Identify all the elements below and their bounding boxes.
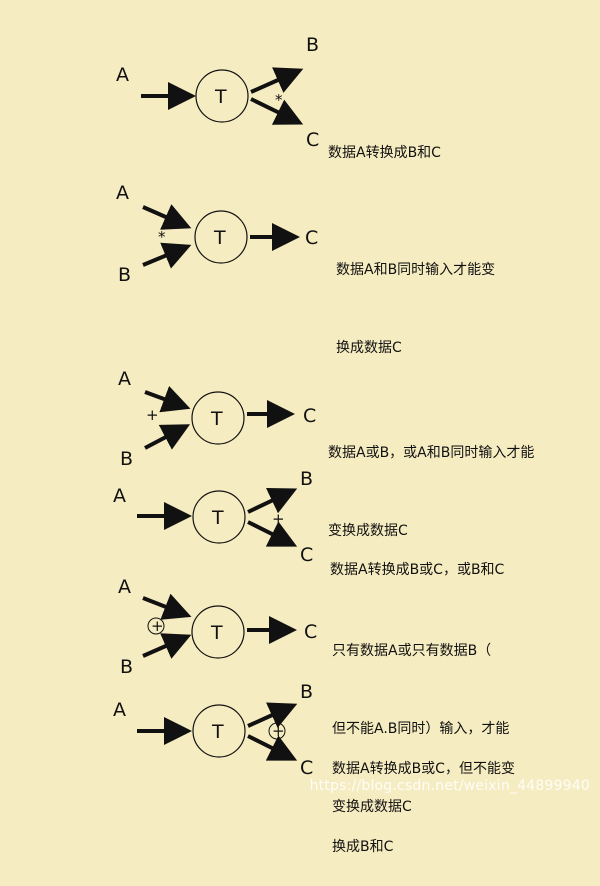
transform-label-t: T (210, 622, 223, 644)
transform-label-t: T (213, 227, 226, 249)
output-label-c: C (300, 544, 313, 566)
operator-xor-symbol: + (151, 617, 164, 635)
transform-label-t: T (211, 721, 224, 743)
input-label-b: B (120, 656, 133, 678)
output-label-c: C (303, 405, 316, 427)
description-line: 数据A转换成B和C (328, 145, 441, 161)
watermark: https://blog.csdn.net/weixin_44899940 (309, 778, 590, 794)
description-3: 数据A或B，或A和B同时输入才能 变换成数据C (328, 388, 534, 570)
diagram-4: A T + B C (113, 468, 313, 566)
output-label-c: C (300, 757, 313, 779)
transform-label-t: T (210, 408, 223, 430)
operator-xor-ring (268, 722, 286, 740)
output-arrow-c (247, 520, 298, 547)
transform-node-t (192, 490, 246, 544)
transform-node-t (191, 605, 245, 659)
operator-or-symbol: + (272, 510, 285, 528)
output-label-b: B (300, 468, 313, 490)
input-arrow-a (142, 204, 192, 230)
transform-node-t (195, 69, 249, 123)
description-4: 数据A转换成B或C，或B和C (330, 505, 504, 609)
diagram-2: A B * T C (116, 182, 318, 286)
operator-xor-ring (147, 617, 165, 635)
description-line: 数据A转换成B或C，或B和C (330, 562, 505, 578)
operator-and-symbol: * (275, 91, 283, 109)
description-line: 换成数据C (336, 340, 402, 356)
operator-or-symbol: + (146, 406, 159, 424)
output-label-b: B (306, 34, 319, 56)
description-line: 只有数据A或只有数据B（ (332, 643, 492, 659)
output-arrow-c (250, 97, 304, 125)
description-line: 变换成数据C (328, 523, 408, 539)
output-label-b: B (300, 681, 313, 703)
output-label-c: C (304, 621, 317, 643)
output-arrow-c (247, 734, 298, 761)
transform-node-t (192, 704, 246, 758)
diagram-5: A B ⊕ + T C (118, 576, 317, 678)
output-arrow-b (250, 67, 304, 94)
input-arrow-b (142, 633, 192, 659)
diagram-6: A T ⊕ + B C (113, 681, 313, 779)
input-arrow-a (144, 385, 191, 413)
operator-xor-symbol: + (272, 722, 285, 740)
description-1: 数据A转换成B和C (328, 88, 441, 192)
input-label-a: A (116, 182, 129, 204)
input-label-a: A (113, 485, 126, 507)
transform-node-t (191, 391, 245, 445)
description-line: 数据A转换成B或C，但不能变 (332, 761, 515, 777)
operator-and-symbol: * (158, 228, 166, 246)
output-arrow-b (247, 487, 298, 514)
input-label-a: A (118, 576, 131, 598)
input-arrow-b (144, 424, 191, 450)
data-flow-diagrams-canvas: A T * B C A B * T C A B + T C A T (113, 34, 319, 779)
input-arrow-b (142, 242, 192, 269)
description-line: 数据A和B同时输入才能变 (336, 262, 496, 278)
input-label-b: B (120, 448, 133, 470)
description-line: 但不能A.B同时）输入，才能 (332, 721, 510, 737)
description-6: 数据A转换成B或C，但不能变 换成B和C (332, 704, 515, 886)
transform-label-t: T (214, 86, 227, 108)
input-arrow-a (142, 593, 192, 620)
input-label-a: A (116, 64, 129, 86)
output-label-c: C (306, 129, 319, 151)
diagram-1: A T * B C (116, 34, 319, 151)
description-line: 换成B和C (332, 839, 394, 855)
transform-node-t (194, 210, 248, 264)
transform-label-t: T (211, 507, 224, 529)
input-label-a: A (118, 368, 131, 390)
input-label-a: A (113, 699, 126, 721)
diagram-3: A B + T C (118, 368, 316, 470)
description-line: 数据A或B，或A和B同时输入才能 (328, 445, 535, 461)
description-2: 数据A和B同时输入才能变 换成数据C (336, 205, 495, 387)
output-arrow-b (247, 702, 298, 728)
input-label-b: B (118, 264, 131, 286)
output-label-c: C (305, 227, 318, 249)
